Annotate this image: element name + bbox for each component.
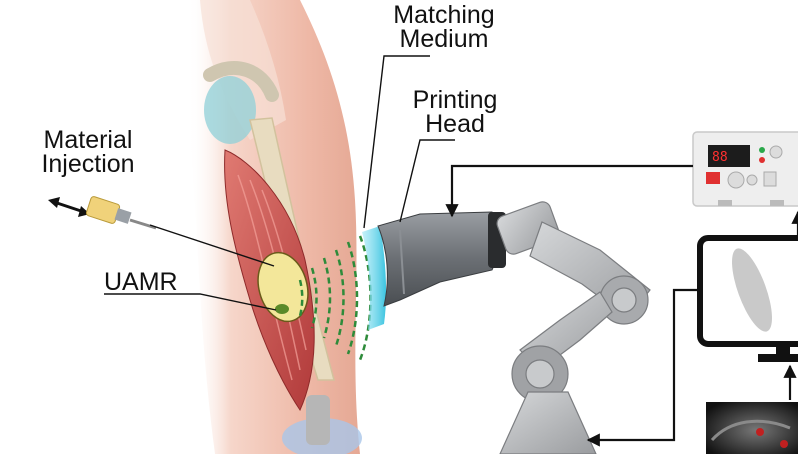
label-uamr-text: UAMR (104, 270, 178, 294)
label-uamr: UAMR (104, 270, 178, 294)
label-matching-medium-line2: Medium (378, 27, 510, 51)
robot-arm-icon (495, 200, 650, 454)
double-arrow-icon (48, 197, 90, 217)
syringe-icon (86, 196, 156, 228)
label-matching-medium: Matching Medium (378, 3, 510, 51)
uamr-robot-dot (275, 304, 289, 314)
label-printing-head: Printing Head (400, 88, 510, 136)
label-material-injection-line2: Injection (20, 152, 156, 176)
matching-medium-gel (362, 226, 386, 330)
shoulder-joint (204, 76, 256, 144)
ultrasound-probe-icon (362, 212, 506, 330)
monitor-icon (700, 238, 798, 362)
label-printing-head-line1: Printing (400, 88, 510, 112)
label-material-injection: Material Injection (20, 128, 156, 176)
label-matching-medium-line1: Matching (378, 3, 510, 27)
label-printing-head-line2: Head (400, 112, 510, 136)
ultrasound-image-icon (706, 402, 798, 454)
svg-text:88: 88 (712, 150, 728, 165)
signal-generator-icon: 88 (693, 132, 798, 206)
label-material-injection-line1: Material (20, 128, 156, 152)
arm-illustration (188, 0, 362, 454)
